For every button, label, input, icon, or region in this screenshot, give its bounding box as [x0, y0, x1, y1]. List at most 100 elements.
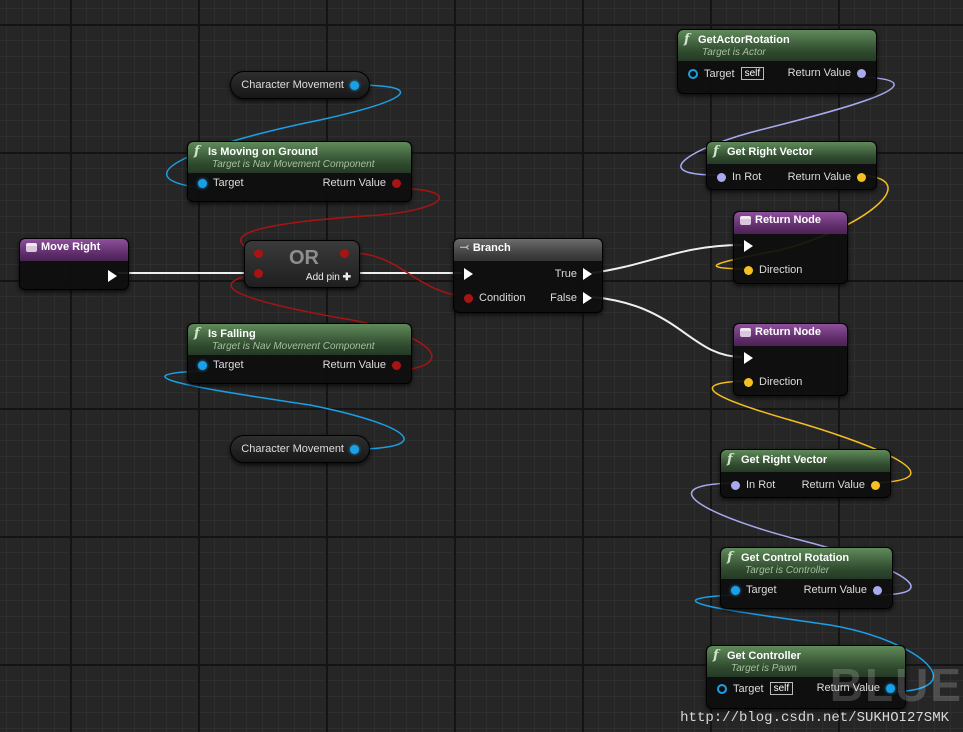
node-title: Get Control Rotation	[741, 551, 850, 564]
or-input-b-pin[interactable]	[254, 269, 263, 278]
node-title: Return Node	[755, 214, 821, 226]
pin-label: False	[550, 292, 577, 304]
return-node-2[interactable]: Return Node Direction	[733, 323, 848, 396]
or-label: OR	[289, 247, 319, 269]
object-out-pin[interactable]	[350, 444, 359, 454]
pin-label: Target	[733, 682, 764, 695]
rotator-pin-icon	[873, 585, 882, 595]
pin-label: Target	[746, 584, 777, 596]
object-pin-icon	[198, 178, 207, 188]
target-pin[interactable]: Target	[198, 177, 244, 189]
pin-label: Target	[704, 67, 735, 80]
node-subtitle: Target is Pawn	[731, 663, 797, 674]
direction-pin[interactable]: Direction	[744, 264, 802, 276]
return-value-pin[interactable]: Return Value	[788, 67, 866, 79]
exec-in-pin[interactable]	[744, 352, 753, 364]
condition-pin[interactable]: Condition	[464, 292, 525, 304]
bool-pin-icon	[392, 360, 401, 370]
return-value-pin[interactable]: Return Value	[804, 584, 882, 596]
object-pin-icon	[198, 360, 207, 370]
pin-label: Condition	[479, 292, 526, 304]
character-movement-variable-bottom[interactable]: Character Movement	[230, 435, 370, 463]
pin-label: Return Value	[787, 171, 851, 183]
return-value-pin[interactable]: Return Value	[323, 359, 401, 371]
return-value-pin[interactable]: Return Value	[323, 177, 401, 189]
blog-url-watermark: http://blog.csdn.net/SUKHOI27SMK	[680, 710, 949, 726]
exec-out-pin[interactable]	[108, 270, 117, 282]
in-rot-pin[interactable]: In Rot	[717, 171, 761, 183]
return-value-pin[interactable]: Return Value	[817, 682, 895, 694]
exec-in-pin[interactable]	[464, 268, 473, 280]
node-subtitle: Target is Controller	[745, 565, 830, 576]
pin-label: Target	[213, 359, 244, 371]
self-default-box[interactable]: self	[740, 67, 765, 80]
get-right-vector-node-1[interactable]: f Get Right Vector In Rot Return Value	[706, 141, 877, 190]
or-node[interactable]: OR Add pin ✚	[244, 240, 360, 288]
pin-label: True	[554, 268, 577, 280]
or-output-pin[interactable]	[340, 249, 349, 258]
vector-pin-icon	[744, 377, 753, 387]
exec-in-pin[interactable]	[744, 240, 753, 252]
move-right-event-node[interactable]: Move Right	[19, 238, 129, 290]
direction-pin[interactable]: Direction	[744, 376, 802, 388]
node-title: Move Right	[41, 241, 101, 253]
or-input-a-pin[interactable]	[254, 249, 263, 258]
wire-exec-false-return2	[591, 296, 743, 358]
function-icon: f	[684, 32, 690, 47]
pin-label: Return Value	[322, 359, 386, 371]
pin-label: Target	[213, 177, 244, 189]
target-pin[interactable]: Target self	[717, 682, 794, 695]
pin-label: Return Value	[816, 682, 880, 694]
pin-label: In Rot	[732, 171, 762, 183]
true-pin[interactable]: True	[555, 268, 592, 280]
blueprint-watermark-logo: BLUE	[829, 659, 963, 711]
target-pin[interactable]: Target self	[688, 67, 765, 80]
bool-pin-icon	[464, 293, 473, 303]
object-out-pin[interactable]	[350, 80, 359, 90]
node-title: Is Moving on Ground	[208, 145, 318, 158]
target-pin[interactable]: Target	[198, 359, 244, 371]
rotator-pin-icon	[731, 480, 740, 490]
get-controller-node[interactable]: f Get Controller Target is Pawn Target sel…	[706, 645, 906, 709]
false-pin[interactable]: False	[550, 292, 592, 304]
target-pin[interactable]: Target	[731, 584, 777, 596]
rotator-pin-icon	[857, 68, 866, 78]
event-icon	[26, 242, 37, 252]
node-title: Is Falling	[208, 327, 256, 340]
return-node-1[interactable]: Return Node Direction	[733, 211, 848, 284]
return-value-pin[interactable]: Return Value	[788, 171, 866, 183]
function-icon: f	[713, 648, 719, 663]
wire-exec-true-return1	[591, 244, 743, 274]
exec-out-icon	[583, 292, 592, 304]
is-falling-node[interactable]: f Is Falling Target is Nav Movement Compo…	[187, 323, 412, 384]
node-title: Get Controller	[727, 649, 801, 662]
variable-label: Character Movement	[241, 443, 344, 455]
node-title: Get Right Vector	[741, 453, 828, 466]
in-rot-pin[interactable]: In Rot	[731, 479, 775, 491]
pin-label: Direction	[759, 264, 803, 276]
object-pin-icon	[886, 683, 895, 693]
vector-pin-icon	[857, 172, 866, 182]
branch-node[interactable]: ⤙Branch True Condition False	[453, 238, 603, 313]
variable-label: Character Movement	[241, 79, 344, 91]
function-icon: f	[194, 326, 200, 341]
add-pin-button[interactable]: Add pin ✚	[306, 272, 351, 283]
pin-label: Return Value	[787, 67, 851, 79]
return-value-pin[interactable]: Return Value	[802, 479, 880, 491]
node-subtitle: Target is Nav Movement Component	[212, 159, 375, 170]
function-icon: f	[713, 144, 719, 159]
node-subtitle: Target is Nav Movement Component	[212, 341, 375, 352]
node-title: Get Right Vector	[727, 145, 814, 158]
rotator-pin-icon	[717, 172, 726, 182]
vector-pin-icon	[744, 265, 753, 275]
self-default-box[interactable]: self	[769, 682, 794, 695]
pin-label: Return Value	[801, 479, 865, 491]
return-node-icon	[740, 215, 751, 225]
character-movement-variable-top[interactable]: Character Movement	[230, 71, 370, 99]
return-node-icon	[740, 327, 751, 337]
pin-label: In Rot	[746, 479, 776, 491]
